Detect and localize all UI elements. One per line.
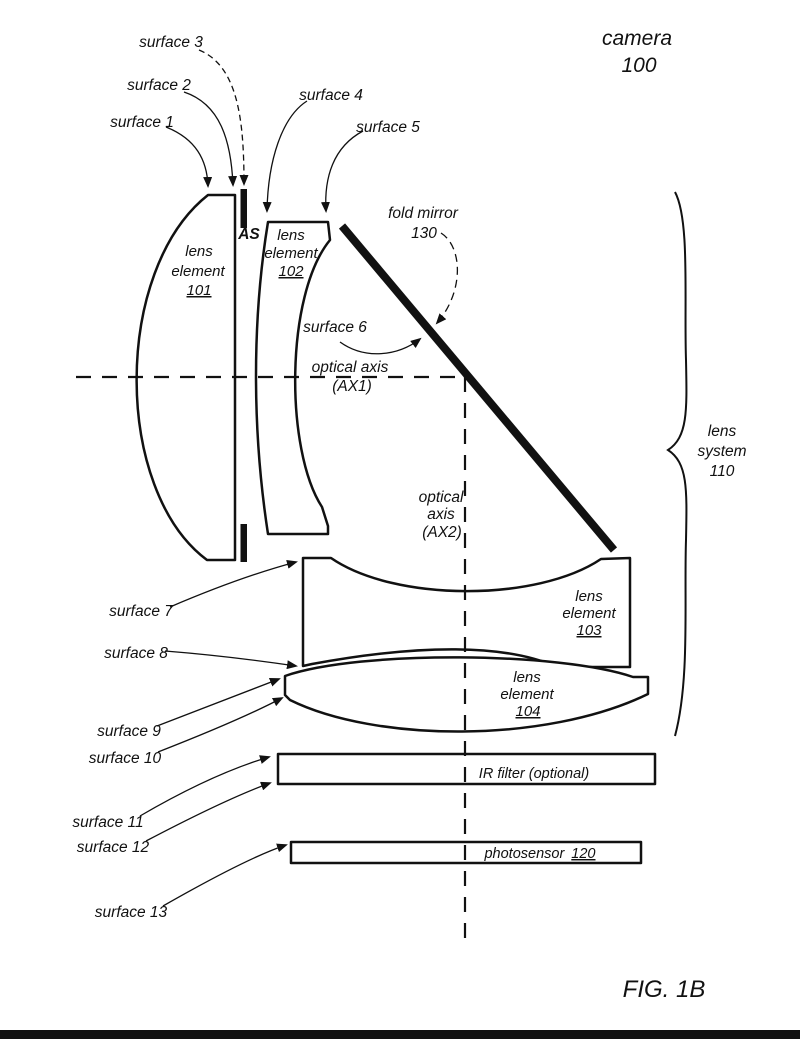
bottom-border	[0, 1030, 800, 1039]
lens-system-label-line1: lens	[708, 423, 737, 440]
surface-5-label: surface 5	[356, 119, 420, 136]
camera-number: 100	[621, 54, 656, 77]
lens-element-102-label-line1: lens	[277, 227, 305, 244]
surface-9-arrow	[156, 678, 281, 727]
lens-element-103-label-line2: element	[562, 605, 616, 622]
optical-axis-ax2-label-line3: (AX2)	[422, 524, 462, 541]
lens-system-label-line2: system	[697, 443, 746, 460]
lens-element-103-shape	[301, 556, 632, 669]
surface-5-arrow	[320, 130, 364, 213]
photosensor-number: 120	[571, 846, 595, 862]
optical-axis-ax1-label-line2: (AX1)	[332, 378, 372, 395]
surface-11-arrow	[139, 755, 271, 817]
fig-label: FIG. 1B	[623, 976, 706, 1003]
lens-element-101-label-line1: lens	[185, 243, 213, 260]
surface-8-label: surface 8	[104, 645, 168, 662]
lens-element-103-label-line1: lens	[575, 588, 603, 605]
lens-element-101-label-line2: element	[171, 263, 225, 280]
surface-6-label: surface 6	[303, 319, 367, 336]
surface-2-label: surface 2	[127, 77, 191, 94]
fold-mirror-130-arrow	[435, 232, 458, 325]
lens-element-104-label-line2: element	[500, 686, 554, 703]
optical-axis-ax2-label-line2: axis	[427, 506, 455, 523]
surface-4-label: surface 4	[299, 87, 363, 104]
photosensor-label-text: photosensor	[483, 846, 565, 862]
surface-13-label: surface 13	[95, 904, 168, 921]
surface-1-arrow	[165, 126, 213, 188]
surface-3-label: surface 3	[139, 34, 203, 51]
lens-element-102-number: 102	[278, 263, 304, 280]
lens-element-104-label-line1: lens	[513, 669, 541, 686]
surface-4-arrow	[262, 100, 308, 213]
photosensor-label: photosensor 120	[483, 846, 595, 862]
lens-element-101-number: 101	[186, 282, 211, 299]
lens-system-number: 110	[710, 463, 735, 480]
lens-element-104-number: 104	[515, 703, 540, 720]
fold-mirror-shape	[338, 223, 618, 553]
lens-element-103-number: 103	[576, 622, 602, 639]
surface-10-label: surface 10	[89, 750, 162, 767]
surface-6-arrow	[339, 337, 422, 355]
aperture-stop-bottom-bar	[240, 524, 247, 562]
camera-title: camera	[602, 27, 672, 50]
surface-7-label: surface 7	[109, 603, 174, 620]
optical-axis-ax1-label-line1: optical axis	[312, 359, 389, 376]
ir-filter-label: IR filter (optional)	[479, 766, 589, 782]
aperture-stop-top-bar	[240, 189, 247, 228]
ir-filter-box	[276, 752, 657, 786]
surface-11-label: surface 11	[72, 814, 143, 831]
fold-mirror-label: fold mirror	[388, 205, 459, 222]
lens-element-102-label-line2: element	[264, 245, 318, 262]
surface-1-label: surface 1	[110, 114, 174, 131]
surface-8-arrow	[164, 650, 298, 670]
surface-7-arrow	[169, 559, 298, 608]
aperture-stop-label: AS	[237, 226, 260, 243]
surface-10-arrow	[157, 697, 284, 753]
surface-2-arrow	[183, 91, 238, 187]
fold-mirror-number: 130	[411, 225, 437, 242]
lens-system-brace	[666, 191, 688, 737]
surface-13-arrow	[162, 843, 288, 907]
lens-element-104-shape	[283, 656, 650, 733]
surface-9-label: surface 9	[97, 723, 161, 740]
optical-axis-ax2-label-line1: optical	[419, 489, 464, 506]
surface-3-arrow	[198, 49, 249, 186]
surface-12-label: surface 12	[77, 839, 150, 856]
surface-12-arrow	[145, 781, 272, 842]
